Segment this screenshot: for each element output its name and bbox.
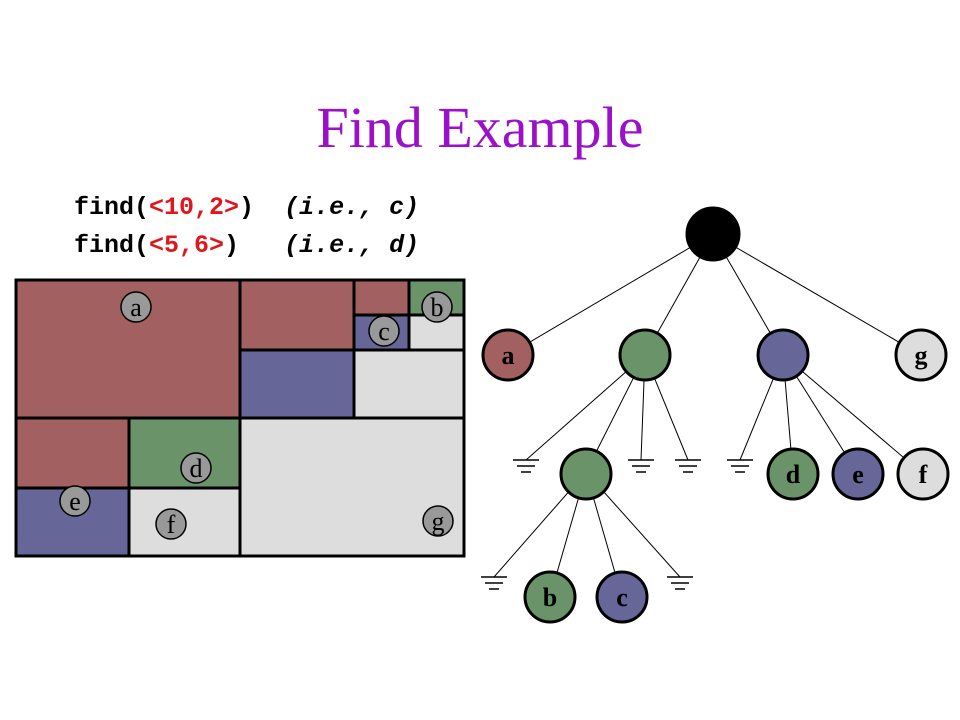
- null-leaf-icon: [513, 459, 539, 473]
- svg-text:b: b: [431, 293, 444, 322]
- region-g: [238, 416, 466, 558]
- null-leaf-icon: [667, 576, 693, 590]
- space-label-a: a: [120, 291, 152, 323]
- find-call-1-argument: <10,2>: [149, 193, 240, 222]
- region-ne-sw: [238, 348, 356, 420]
- region-sw-nw: [14, 416, 131, 490]
- svg-text:e: e: [69, 487, 81, 516]
- svg-text:f: f: [167, 510, 176, 539]
- space-label-f: f: [155, 508, 187, 540]
- svg-text:c: c: [378, 317, 390, 346]
- tree-node-g: g: [894, 328, 948, 382]
- space-label-d: d: [180, 452, 212, 484]
- find-call-2-argument: <5,6>: [149, 231, 225, 260]
- space-label-c: c: [368, 315, 400, 347]
- tree-node-f: f: [896, 447, 950, 501]
- null-leaf-icon: [481, 576, 507, 590]
- null-leaf-icon: [628, 459, 654, 473]
- find-call-1-prefix: find(: [74, 193, 150, 222]
- space-label-e: e: [59, 485, 91, 517]
- find-call-1: find(<10,2>) (i.e., c): [74, 193, 419, 223]
- find-call-1-comment: (i.e., c): [284, 193, 420, 222]
- find-call-2: find(<5,6>) (i.e., d): [74, 231, 419, 261]
- space-partition: [14, 278, 466, 558]
- find-call-1-suffix: ): [239, 193, 255, 222]
- svg-text:d: d: [786, 460, 801, 489]
- region-ne-ne-nw: [352, 278, 411, 317]
- null-leaf-icon: [727, 459, 753, 473]
- space-label-b: b: [421, 291, 453, 323]
- page-title: Find Example: [316, 95, 644, 160]
- find-call-2-comment: (i.e., d): [284, 231, 420, 260]
- find-call-2-suffix: ): [224, 231, 240, 260]
- tree-edges: [493, 233, 924, 598]
- region-ne-se: [352, 348, 466, 420]
- region-f: [127, 486, 242, 558]
- null-leaves: [481, 459, 753, 590]
- svg-text:g: g: [432, 507, 445, 536]
- find-call-2-prefix: find(: [74, 231, 150, 260]
- null-leaf-icon: [675, 459, 701, 473]
- tree-node-internal-blue: [756, 328, 810, 382]
- space-label-g: g: [422, 505, 454, 537]
- space-labels: a b c d e f g: [59, 291, 454, 540]
- tree-nodes: a g d e f b: [481, 206, 950, 624]
- svg-text:a: a: [502, 341, 515, 370]
- region-e: [14, 486, 131, 558]
- region-ne-nw: [238, 278, 356, 352]
- tree-node-a: a: [481, 328, 535, 382]
- tree-root: [685, 206, 741, 262]
- tree-node-d: d: [766, 447, 820, 501]
- svg-text:b: b: [543, 583, 557, 612]
- tree-node-e: e: [831, 447, 885, 501]
- svg-text:a: a: [130, 293, 142, 322]
- svg-text:e: e: [852, 460, 864, 489]
- svg-text:c: c: [616, 583, 628, 612]
- svg-text:g: g: [915, 341, 928, 370]
- tree-node-b: b: [523, 570, 577, 624]
- tree-node-c: c: [595, 570, 649, 624]
- svg-text:d: d: [190, 454, 203, 483]
- tree-node-internal-green-2: [559, 447, 613, 501]
- svg-text:f: f: [919, 460, 928, 489]
- tree-node-internal-green: [618, 328, 672, 382]
